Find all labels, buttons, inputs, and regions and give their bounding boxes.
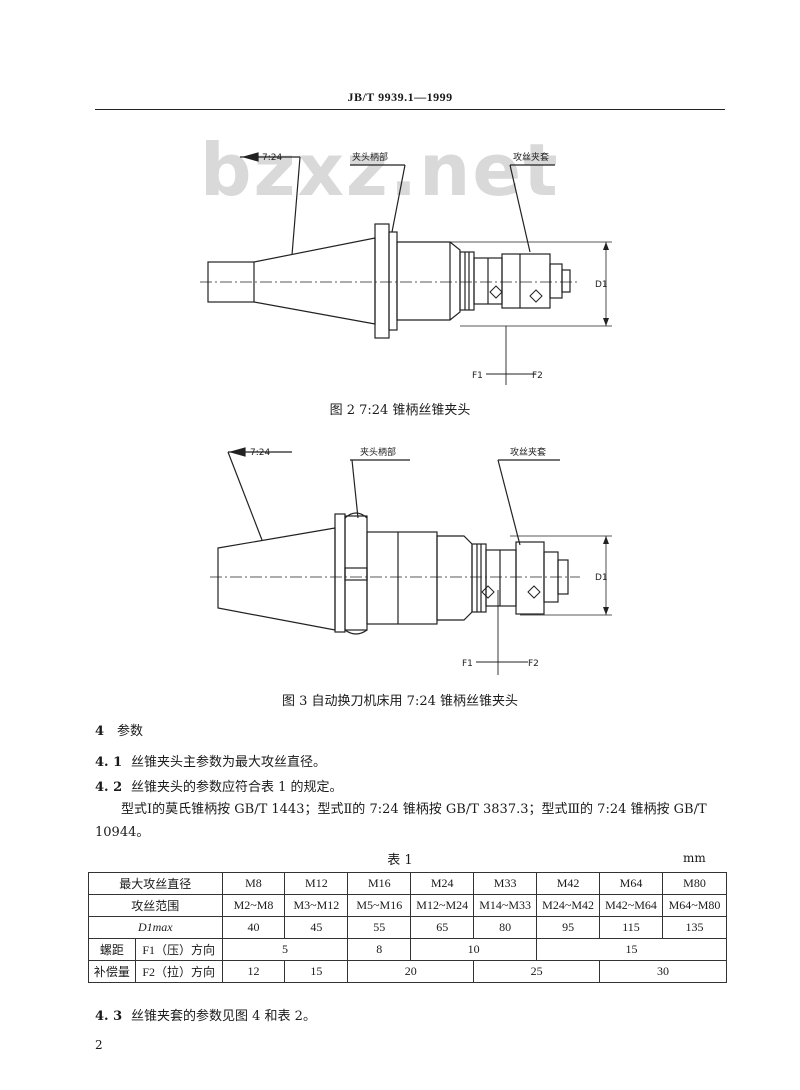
page-header: JB/T 9939.1—1999 [347, 90, 453, 104]
table-cell: 12 [221, 960, 286, 983]
table-cell: 115 [599, 916, 663, 939]
table-cell: 10 [410, 938, 538, 961]
table-cell: 40 [221, 916, 286, 939]
clause-4-2-number: 4. 2 [95, 780, 123, 795]
table-cell: M33 [473, 872, 538, 895]
table-cell: 最大攻丝直径 [88, 872, 223, 895]
clause-4-2-body: 型式Ⅰ的莫氏锥柄按 GB/T 1443；型式Ⅱ的 7:24 锥柄按 GB/T 3… [95, 802, 707, 840]
fig2-shank-label: 夹头柄部 [352, 151, 388, 163]
figure-3-caption: 图 3 自动换刀机床用 7:24 锥柄丝锥夹头 [282, 694, 518, 709]
d1max-label: D1max [137, 920, 173, 934]
table-cell: M24~M42 [536, 894, 601, 917]
table-1-title: 表 1 [387, 853, 413, 868]
figure-2-caption: 图 2 7:24 锥柄丝锥夹头 [329, 403, 471, 418]
section-4-title: 参数 [117, 724, 144, 739]
table-cell: 补偿量 [88, 960, 136, 983]
table-cell: 15 [284, 960, 349, 983]
section-4-number: 4 [95, 724, 105, 739]
table-row: 最大攻丝直径 M8 M12 M16 M24 M33 M42 M64 M80 [88, 872, 728, 895]
table-cell: 20 [347, 960, 475, 983]
section-4-heading: 4 参数 [95, 720, 143, 739]
table-cell: M8 [221, 872, 286, 895]
table-1: 最大攻丝直径 M8 M12 M16 M24 M33 M42 M64 M80 攻丝… [88, 872, 728, 983]
table-cell: 95 [536, 916, 601, 939]
clause-4-1: 4. 1 丝锥夹头主参数为最大攻丝直径。 [95, 751, 326, 770]
clause-4-1-number: 4. 1 [95, 755, 123, 770]
table-cell: M42 [536, 872, 601, 895]
fig3-shank-label: 夹头柄部 [360, 446, 396, 458]
table-cell: M12 [284, 872, 349, 895]
table-row: D1max 40 45 55 65 80 95 115 135 [88, 916, 728, 939]
clause-4-3-number: 4. 3 [95, 1009, 123, 1024]
table-cell: D1max [88, 916, 223, 939]
table-cell: 55 [347, 916, 412, 939]
table-cell: M12~M24 [410, 894, 475, 917]
table-cell: 80 [473, 916, 538, 939]
table-cell: 30 [599, 960, 727, 983]
table-cell: M16 [347, 872, 412, 895]
table-cell: 螺距 [88, 938, 136, 961]
header-rule [95, 109, 725, 110]
clause-4-1-text: 丝锥夹头主参数为最大攻丝直径。 [131, 755, 327, 770]
table-cell: M14~M33 [473, 894, 538, 917]
table-cell: 5 [221, 938, 349, 961]
fig3-taper-label: 7:24 [250, 448, 270, 458]
figure-2-drawing: 7:24 夹头柄部 攻丝夹套 D1 F1 F2 [200, 151, 612, 385]
clause-4-2: 4. 2 丝锥夹头的参数应符合表 1 的规定。 [95, 776, 343, 795]
fig2-taper-label: 7:24 [262, 153, 282, 163]
table-cell: M5~M16 [347, 894, 412, 917]
table-cell: M80 [661, 872, 728, 895]
watermark: bzxz.net [200, 128, 560, 212]
table-row: 螺距 F1（压）方向 5 8 10 15 [88, 938, 727, 961]
fig2-f2-label: F2 [532, 371, 543, 381]
figure-3-drawing: 7:24 夹头柄部 攻丝夹套 D1 F1 F2 [210, 446, 612, 675]
clause-4-3: 4. 3 丝锥夹套的参数见图 4 和表 2。 [95, 1005, 316, 1024]
table-cell: F2（拉）方向 [134, 960, 223, 983]
fig2-sleeve-label: 攻丝夹套 [513, 151, 549, 163]
table-row: 补偿量 F2（拉）方向 12 15 20 25 30 [88, 960, 727, 983]
fig2-f1-label: F1 [472, 371, 483, 381]
fig3-f1-label: F1 [462, 659, 473, 669]
table-cell: 15 [536, 938, 727, 961]
table-cell: 攻丝范围 [88, 894, 223, 917]
table-cell: M64 [599, 872, 663, 895]
table-1-unit: mm [683, 851, 706, 865]
fig3-f2-label: F2 [528, 659, 539, 669]
table-cell: 135 [661, 916, 728, 939]
table-cell: F1（压）方向 [134, 938, 223, 961]
clause-4-3-text: 丝锥夹套的参数见图 4 和表 2。 [131, 1009, 316, 1024]
table-row: 攻丝范围 M2~M8 M3~M12 M5~M16 M12~M24 M14~M33… [88, 894, 728, 917]
table-cell: 25 [473, 960, 601, 983]
table-cell: 65 [410, 916, 475, 939]
table-cell: M24 [410, 872, 475, 895]
fig3-d1-label: D1 [595, 573, 608, 583]
table-cell: M2~M8 [221, 894, 286, 917]
table-cell: M3~M12 [284, 894, 349, 917]
clause-4-2-text: 丝锥夹头的参数应符合表 1 的规定。 [131, 780, 343, 795]
fig3-sleeve-label: 攻丝夹套 [510, 446, 546, 458]
table-cell: M64~M80 [661, 894, 728, 917]
table-cell: 45 [284, 916, 349, 939]
table-cell: M42~M64 [599, 894, 663, 917]
fig2-d1-label: D1 [595, 280, 608, 290]
table-cell: 8 [347, 938, 412, 961]
page-number: 2 [95, 1038, 103, 1052]
